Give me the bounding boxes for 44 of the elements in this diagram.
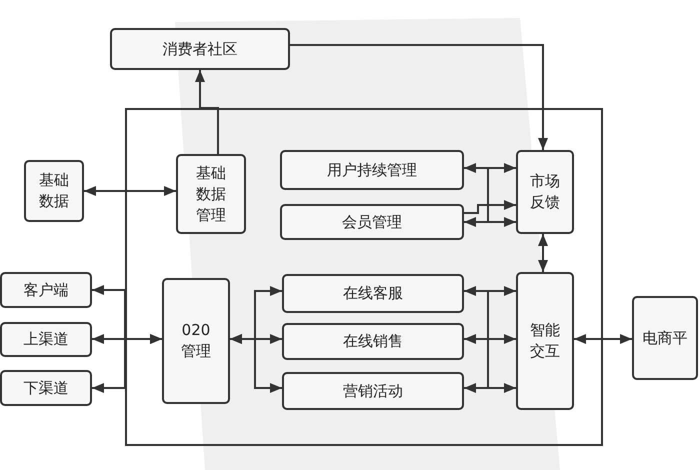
process-box [0,370,92,406]
box-label: 020管理 [180,320,212,362]
process-box [282,274,464,313]
arrow [538,234,548,272]
process-box [280,150,464,190]
process-box [282,372,464,410]
box-label: 基础数据 [38,170,70,212]
box-label: 用户持续管理 [326,160,418,180]
box-label: 营销活动 [342,380,404,402]
process-box [24,160,84,222]
process-box [176,154,246,234]
arrow [464,217,516,227]
arrow [464,334,516,344]
process-box [110,28,290,70]
box-label: 在线销售 [342,331,404,352]
process-box [162,278,230,404]
process-box [632,296,698,380]
box-label: 电商平 [642,328,688,348]
box-label: 客户端 [22,280,70,300]
process-box [282,323,464,360]
arrow [464,383,516,393]
arrow [290,44,548,150]
process-box [0,322,92,357]
process-box [0,272,92,308]
arrow [92,334,162,393]
arrow [574,334,632,344]
box-label: 会员管理 [341,212,403,232]
arrow [195,70,219,154]
process-box [516,150,574,234]
process-box [280,204,464,240]
arrow [464,163,516,173]
box-label: 基础数据管理 [195,162,227,226]
box-label: 在线客服 [342,283,404,304]
box-label: 市场反馈 [529,171,561,213]
container-frame [125,108,603,446]
box-label: 上渠道 [22,329,70,350]
box-label: 下渠道 [22,378,70,398]
arrow [84,186,176,196]
box-label: 消费者社区 [162,38,238,60]
arrow [464,286,516,296]
process-box [516,272,574,410]
arrow [230,334,282,393]
box-label: 智能交互 [529,320,561,362]
arrow [464,200,516,214]
